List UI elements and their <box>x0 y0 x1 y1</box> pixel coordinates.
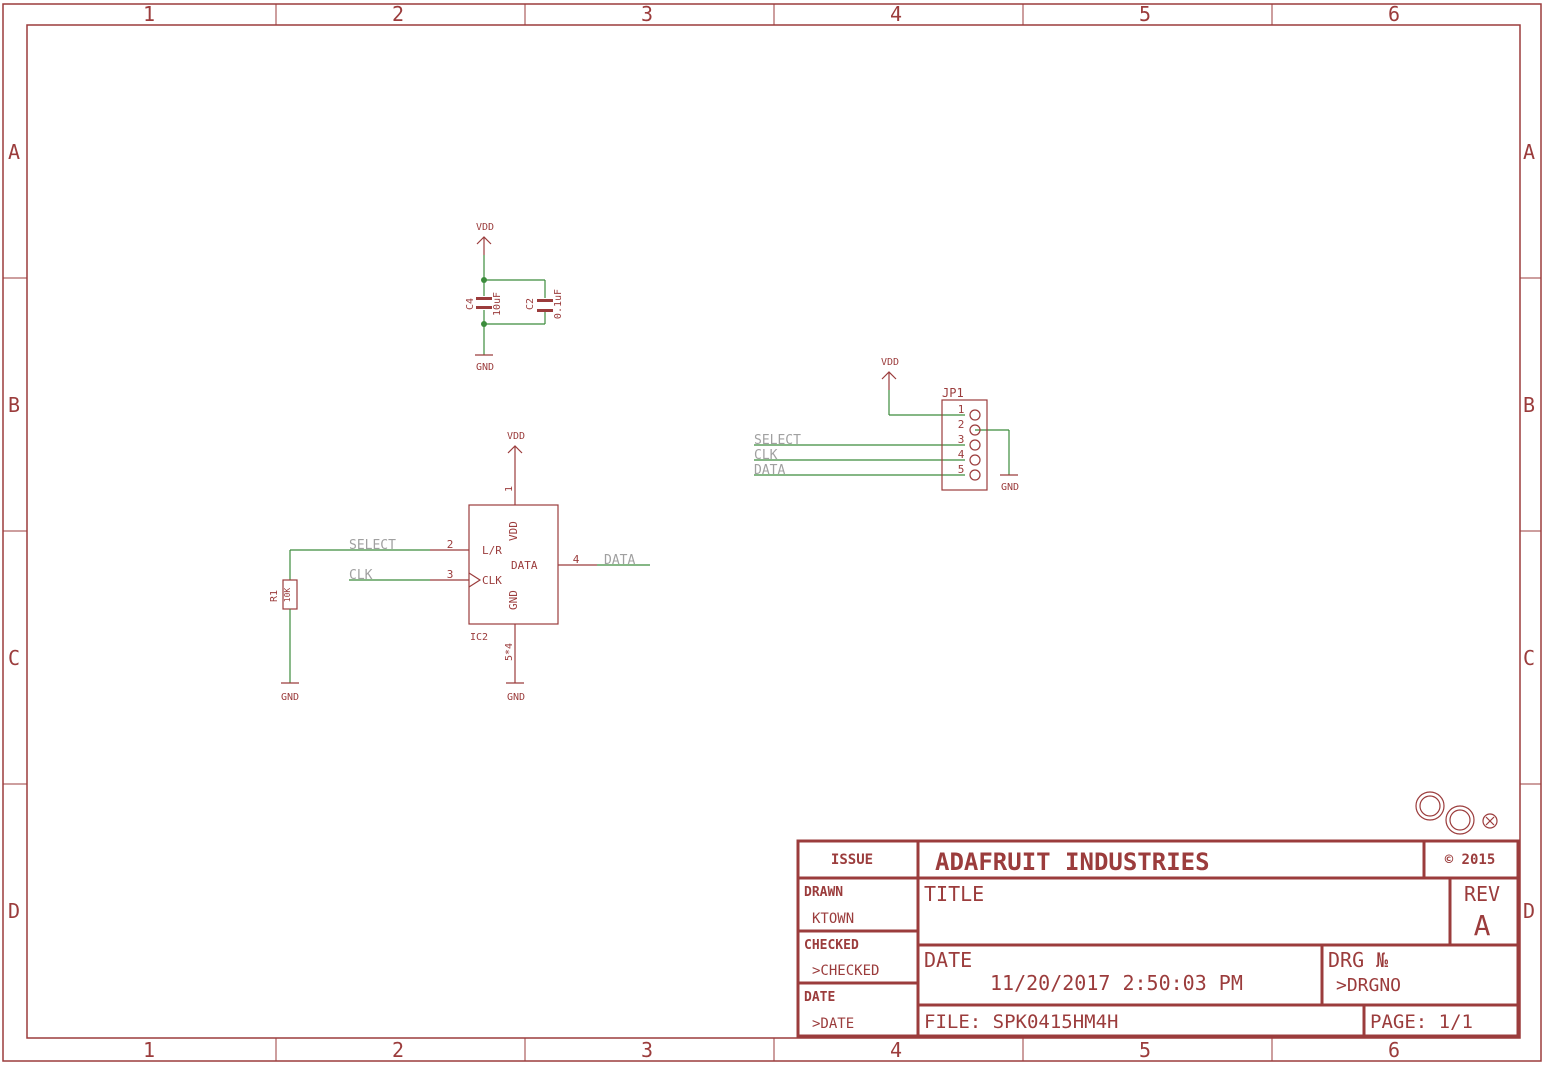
gnd-label: GND <box>507 692 525 703</box>
c4-value: 10uF <box>492 292 503 316</box>
c4-ref: C4 <box>465 298 476 310</box>
row-label-b: B <box>8 393 20 417</box>
vdd-label: VDD <box>507 431 525 442</box>
company-name: ADAFRUIT INDUSTRIES <box>935 848 1210 876</box>
ic2-pin-number-gnd: 5*4 <box>504 643 515 661</box>
jp1-pin-number: 4 <box>958 448 965 461</box>
r1-value: 10K <box>283 588 292 603</box>
date-value: 11/20/2017 2:50:03 PM <box>990 971 1243 995</box>
net-label-clk: CLK <box>754 448 778 463</box>
logo-mark <box>1415 791 1498 835</box>
ic2-pin-number-clk: 3 <box>447 568 454 581</box>
gnd-label: GND <box>476 362 494 373</box>
column-label-2: 2 <box>392 2 404 26</box>
column-label-4: 4 <box>890 1038 902 1062</box>
ic2-pin-lr: L/R <box>482 544 502 557</box>
jp1-ref: JP1 <box>942 386 964 400</box>
ic2-pin-clk: CLK <box>482 574 502 587</box>
title-block: ISSUE ADAFRUIT INDUSTRIES © 2015 DRAWN K… <box>796 839 1520 1038</box>
ic2-pin-number-vdd: 1 <box>504 486 515 492</box>
net-label-data: DATA <box>754 463 785 478</box>
issue-label: ISSUE <box>831 852 873 868</box>
gnd-label: GND <box>281 692 299 703</box>
file-name: FILE: SPK0415HM4H <box>924 1011 1118 1033</box>
column-label-1: 1 <box>143 1038 155 1062</box>
ic2-ref: IC2 <box>470 632 488 643</box>
ic2-pin-gnd: GND <box>507 590 520 610</box>
row-label-c: C <box>8 646 20 670</box>
date-small-label: DATE <box>804 990 835 1005</box>
ic2-group: VDD 1 VDD L/R DATA CLK GND IC2 2 3 4 5*4… <box>269 431 650 703</box>
junction-dot <box>481 321 487 327</box>
drg-label: DRG № <box>1328 948 1389 972</box>
jp1-pin-number: 1 <box>958 403 965 416</box>
net-label-select: SELECT <box>349 538 396 553</box>
vdd-label: VDD <box>881 357 899 368</box>
date-small-value: >DATE <box>812 1016 854 1032</box>
column-label-2: 2 <box>392 1038 404 1062</box>
ic2-pin-vdd: VDD <box>507 521 520 541</box>
c2-ref: C2 <box>525 298 536 310</box>
jp1-pin-2 <box>969 424 981 436</box>
row-label-a: A <box>8 140 20 164</box>
ic2-pin-number-lr: 2 <box>447 538 454 551</box>
column-label-3: 3 <box>641 2 653 26</box>
row-label-c: C <box>1523 646 1535 670</box>
jp1-body <box>941 399 988 491</box>
capacitor-group: VDD C4 10uF C2 0.1uF GND <box>465 222 564 373</box>
row-label-b: B <box>1523 393 1535 417</box>
c2-value: 0.1uF <box>553 289 564 319</box>
jp1-pin-1 <box>969 409 981 421</box>
jp1-pin-number: 5 <box>958 463 965 476</box>
copyright: © 2015 <box>1445 852 1496 868</box>
column-label-6: 6 <box>1388 2 1400 26</box>
row-label-d: D <box>1523 899 1535 923</box>
drawn-label: DRAWN <box>804 885 843 900</box>
jp1-pin-number: 2 <box>958 418 965 431</box>
rev-value: A <box>1474 909 1491 942</box>
date-label: DATE <box>924 948 972 972</box>
checked-label: CHECKED <box>804 938 859 953</box>
vdd-label: VDD <box>476 222 494 233</box>
column-label-5: 5 <box>1139 1038 1151 1062</box>
jp1-group: VDD GND SELECT CLK DATA JP1 1 2 3 4 5 <box>754 357 1019 493</box>
jp1-pin-number: 3 <box>958 433 965 446</box>
jp1-pin-4 <box>969 454 981 466</box>
column-label-3: 3 <box>641 1038 653 1062</box>
jp1-pin-5 <box>969 469 981 481</box>
column-label-1: 1 <box>143 2 155 26</box>
row-label-a: A <box>1523 140 1535 164</box>
junction-dot <box>481 277 487 283</box>
ic2-pin-data: DATA <box>511 559 538 572</box>
r1-ref: R1 <box>269 590 280 602</box>
ic2-pin-number-data: 4 <box>573 553 580 566</box>
net-label-select: SELECT <box>754 433 801 448</box>
column-label-4: 4 <box>890 2 902 26</box>
c4-capacitor <box>476 297 492 300</box>
rev-label: REV <box>1464 882 1500 906</box>
c2-capacitor <box>537 299 553 302</box>
drg-value: >DRGNO <box>1336 975 1401 996</box>
column-label-6: 6 <box>1388 1038 1400 1062</box>
row-label-d: D <box>8 899 20 923</box>
column-label-5: 5 <box>1139 2 1151 26</box>
gnd-label: GND <box>1001 482 1019 493</box>
title-label: TITLE <box>924 882 984 906</box>
drawn-value: KTOWN <box>812 911 854 927</box>
net-label-clk: CLK <box>349 568 373 583</box>
jp1-pin-3 <box>969 439 981 451</box>
page-number: PAGE: 1/1 <box>1370 1011 1473 1033</box>
net-label-data: DATA <box>604 553 635 568</box>
checked-value: >CHECKED <box>812 963 879 979</box>
